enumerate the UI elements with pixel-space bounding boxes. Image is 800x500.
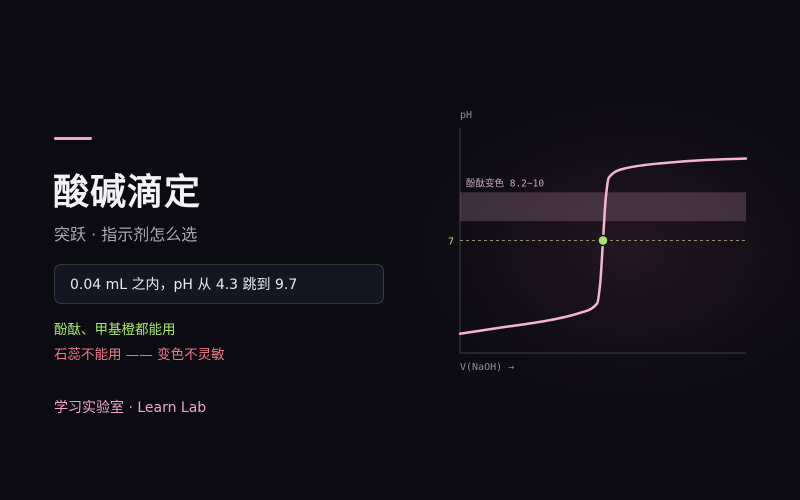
indicator-band-label: 酚酞变色 8.2~10	[466, 177, 544, 189]
brand-footer: 学习实验室 · Learn Lab	[54, 400, 207, 416]
page-title: 酸碱滴定	[53, 172, 202, 213]
reference-line-label: 7	[448, 237, 454, 248]
x-axis-label: V(NaOH) →	[460, 362, 514, 373]
y-axis-label: pH	[460, 110, 472, 121]
callout-box: 0.04 mL 之内，pH 从 4.3 跳到 9.7	[54, 264, 384, 304]
note-unusable-indicator: 石蕊不能用 —— 变色不灵敏	[54, 347, 225, 363]
indicator-band	[460, 192, 746, 222]
equivalence-point-marker	[597, 234, 609, 247]
callout-text: 0.04 mL 之内，pH 从 4.3 跳到 9.7	[70, 277, 298, 293]
accent-line	[54, 137, 92, 140]
page-subtitle: 突跃 · 指示剂怎么选	[54, 225, 198, 244]
note-usable-indicators: 酚酞、甲基橙都能用	[54, 322, 176, 338]
